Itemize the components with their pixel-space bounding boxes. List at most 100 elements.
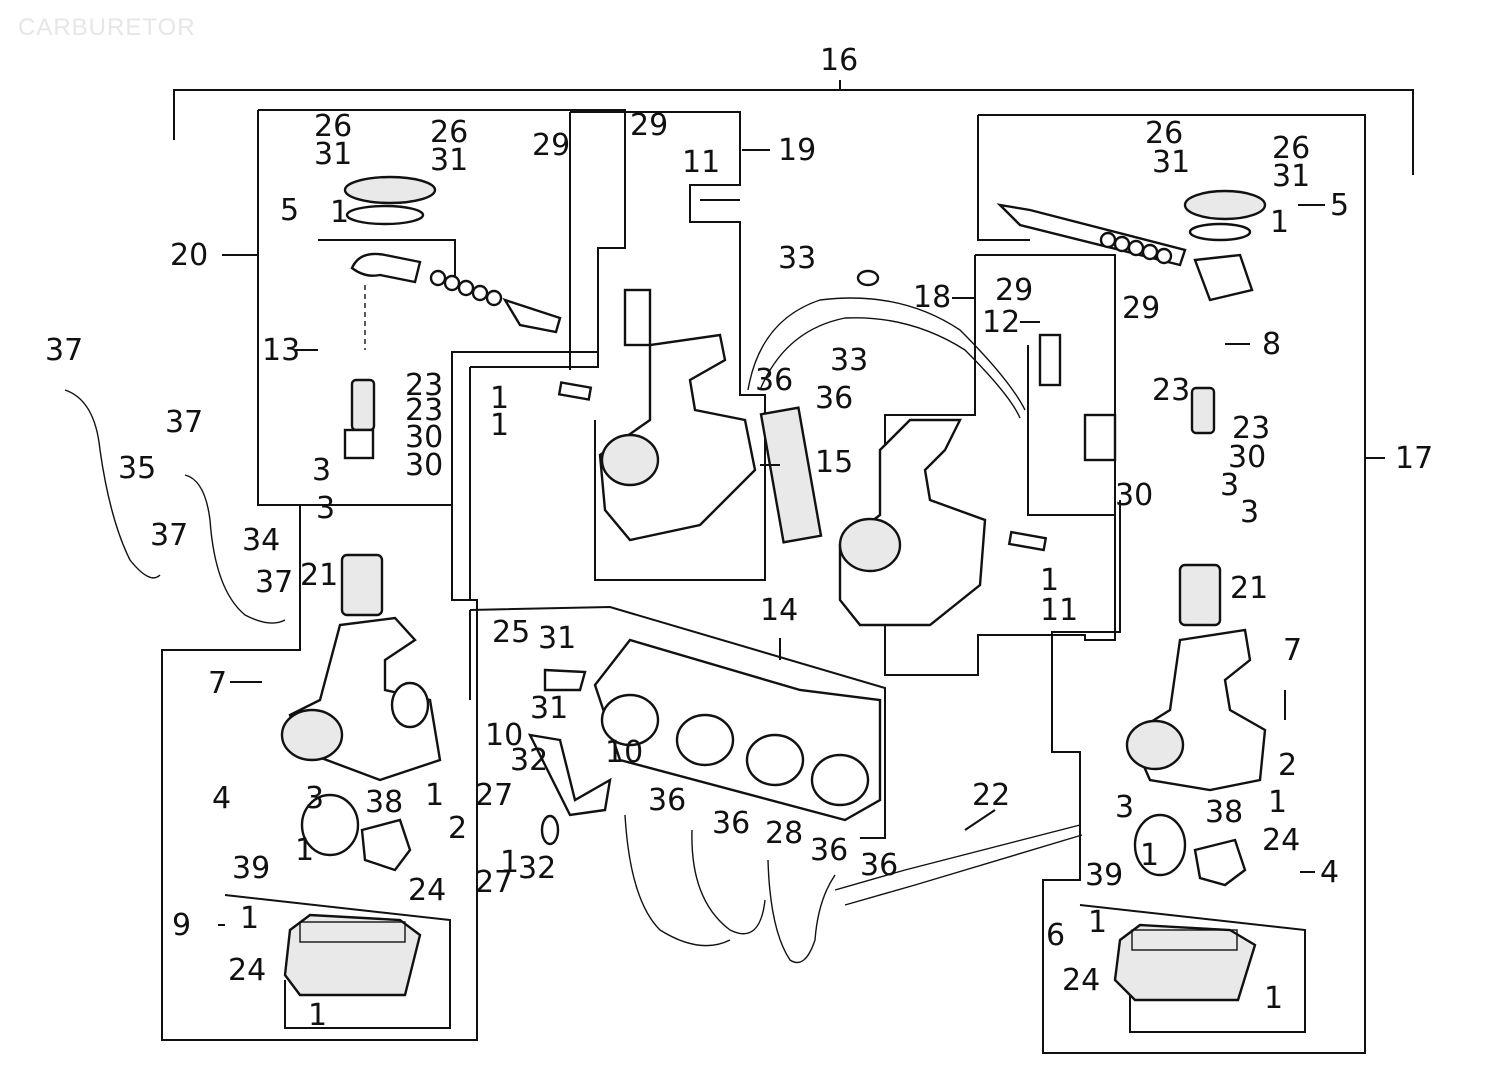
label-23: 23 bbox=[1232, 411, 1270, 446]
label-18: 18 bbox=[913, 280, 951, 315]
label-38: 38 bbox=[1205, 795, 1243, 830]
label-3: 3 bbox=[1220, 468, 1239, 503]
label-2: 2 bbox=[1278, 748, 1297, 783]
leader-lines bbox=[218, 149, 1385, 926]
piston-21-right bbox=[1178, 563, 1222, 627]
label-1: 1 bbox=[500, 845, 519, 880]
label-10: 10 bbox=[485, 718, 523, 753]
label-36: 36 bbox=[755, 363, 793, 398]
label-30: 30 bbox=[405, 420, 443, 455]
label-2: 2 bbox=[448, 811, 467, 846]
label-29: 29 bbox=[532, 128, 570, 163]
label-24: 24 bbox=[1062, 963, 1100, 998]
label-36: 36 bbox=[648, 783, 686, 818]
carb-body-center bbox=[838, 418, 987, 627]
label-1: 1 bbox=[330, 195, 349, 230]
piston-21-left bbox=[340, 553, 384, 617]
label-17: 17 bbox=[1395, 441, 1433, 476]
label-36: 36 bbox=[810, 833, 848, 868]
bracket-16 bbox=[173, 89, 1414, 175]
label-26: 26 bbox=[1272, 131, 1310, 166]
label-29: 29 bbox=[630, 108, 668, 143]
label-33-b: 33 bbox=[830, 343, 868, 378]
float-bowl-left bbox=[283, 913, 422, 997]
label-37-b: 37 bbox=[165, 405, 203, 440]
label-9: 9 bbox=[172, 908, 191, 943]
label-23: 23 bbox=[405, 368, 443, 403]
hose-34 bbox=[184, 474, 286, 624]
label-20: 20 bbox=[170, 238, 208, 273]
label-23: 23 bbox=[1152, 373, 1190, 408]
label-1: 1 bbox=[425, 778, 444, 813]
label-28: 28 bbox=[765, 816, 803, 851]
label-29: 29 bbox=[1122, 291, 1160, 326]
callout-labels: 16 17 20 19 18 13 12 8 14 15 33 33 22 37… bbox=[45, 43, 1433, 1033]
label-1: 1 bbox=[1140, 838, 1159, 873]
label-3: 3 bbox=[1240, 495, 1259, 530]
label-15: 15 bbox=[815, 445, 853, 480]
assembly-outlines bbox=[161, 80, 1414, 1054]
label-31: 31 bbox=[538, 621, 576, 656]
outline-17 bbox=[977, 114, 1366, 1054]
label-12: 12 bbox=[982, 305, 1020, 340]
hose-36-a bbox=[624, 814, 731, 947]
diagram-title: CARBURETOR bbox=[18, 14, 196, 41]
label-31: 31 bbox=[430, 143, 468, 178]
outline-19 bbox=[570, 111, 741, 250]
label-14: 14 bbox=[760, 593, 798, 628]
label-21: 21 bbox=[1230, 571, 1268, 606]
label-1: 1 bbox=[1088, 905, 1107, 940]
ball-chain-right bbox=[1099, 231, 1173, 265]
gasket-15 bbox=[759, 406, 823, 544]
label-16: 16 bbox=[820, 43, 858, 78]
top-cap-right bbox=[1183, 189, 1267, 221]
label-30: 30 bbox=[1228, 440, 1266, 475]
label-1: 1 bbox=[1264, 981, 1283, 1016]
cable-33 bbox=[747, 297, 1026, 411]
label-1: 1 bbox=[1268, 785, 1287, 820]
label-37-a: 37 bbox=[45, 333, 83, 368]
label-33-a: 33 bbox=[778, 241, 816, 276]
label-24: 24 bbox=[228, 953, 266, 988]
label-25: 25 bbox=[492, 615, 530, 650]
label-21: 21 bbox=[300, 558, 338, 593]
outline-20 bbox=[161, 109, 626, 1041]
label-31: 31 bbox=[1152, 145, 1190, 180]
label-7: 7 bbox=[1283, 633, 1302, 668]
label-30: 30 bbox=[1115, 478, 1153, 513]
hose-22 bbox=[834, 824, 1081, 891]
label-3: 3 bbox=[305, 781, 324, 816]
intake-manifold-14 bbox=[593, 638, 882, 822]
label-31: 31 bbox=[1272, 159, 1310, 194]
component-drawings bbox=[64, 175, 1267, 1002]
label-38: 38 bbox=[365, 785, 403, 820]
label-37-c: 37 bbox=[150, 518, 188, 553]
label-26: 26 bbox=[314, 109, 352, 144]
label-8: 8 bbox=[1262, 327, 1281, 362]
label-27: 27 bbox=[475, 778, 513, 813]
label-24: 24 bbox=[408, 873, 446, 908]
label-1: 1 bbox=[308, 998, 327, 1033]
label-13: 13 bbox=[262, 333, 300, 368]
outline-14 bbox=[469, 605, 886, 839]
label-4: 4 bbox=[1320, 855, 1339, 890]
label-39: 39 bbox=[232, 851, 270, 886]
label-11: 11 bbox=[1040, 593, 1078, 628]
float-bowl-right bbox=[1113, 923, 1257, 1002]
label-1: 1 bbox=[240, 901, 259, 936]
ball-chain-left bbox=[429, 269, 503, 307]
label-19: 19 bbox=[778, 133, 816, 168]
label-36: 36 bbox=[815, 381, 853, 416]
label-1: 1 bbox=[490, 408, 509, 443]
label-23: 23 bbox=[405, 393, 443, 428]
label-11: 11 bbox=[682, 145, 720, 180]
label-31: 31 bbox=[530, 691, 568, 726]
label-36: 36 bbox=[860, 848, 898, 883]
label-6: 6 bbox=[1046, 918, 1065, 953]
label-7: 7 bbox=[208, 666, 227, 701]
label-27: 27 bbox=[475, 865, 513, 900]
top-cap-left bbox=[343, 175, 437, 205]
label-36: 36 bbox=[712, 806, 750, 841]
label-4: 4 bbox=[212, 781, 231, 816]
label-37-d: 37 bbox=[255, 565, 293, 600]
